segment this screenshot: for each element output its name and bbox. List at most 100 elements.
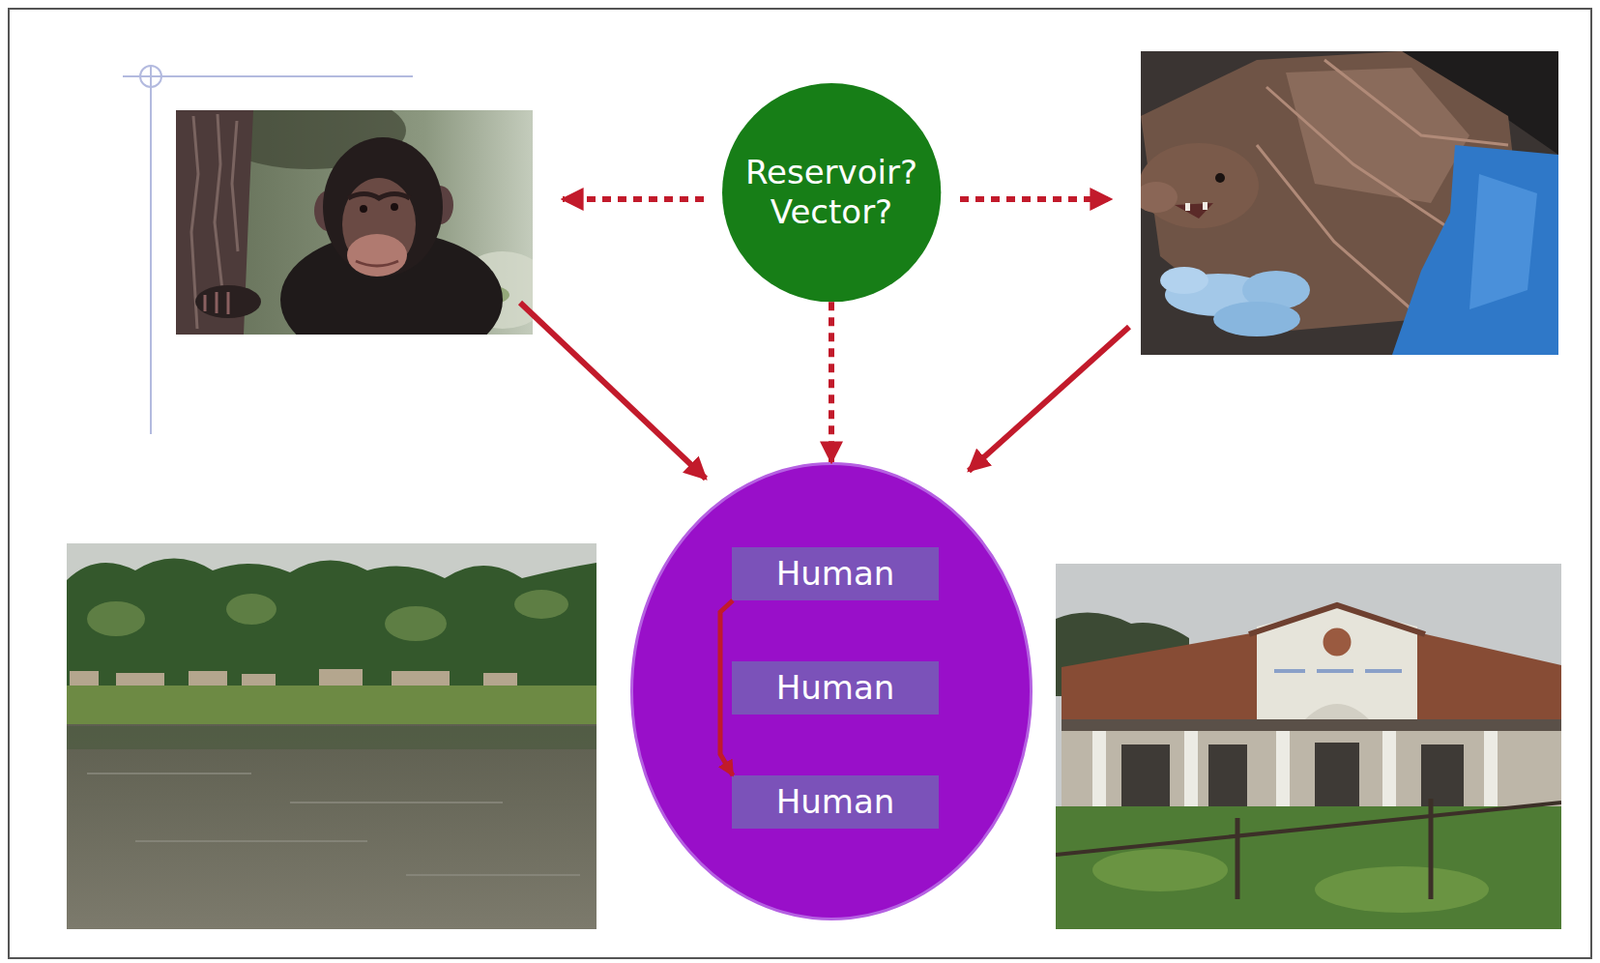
river-photo — [66, 726, 597, 750]
node-label: Human — [776, 782, 896, 822]
river-photo — [66, 724, 597, 930]
building-photo — [1208, 744, 1248, 807]
building-photo — [1092, 848, 1228, 892]
bat-photo — [1140, 51, 1559, 355]
transmission-arrows — [960, 196, 1111, 203]
river-photo — [66, 685, 597, 727]
transmission-arrow — [720, 600, 733, 776]
building-photo — [1121, 742, 1464, 807]
box-fill — [731, 547, 939, 601]
chimpanzee-photo — [195, 285, 262, 319]
building-photo — [1417, 632, 1562, 726]
process-box: Human — [731, 775, 939, 829]
building-photo — [1237, 798, 1431, 900]
building-photo — [1382, 730, 1397, 809]
river-photo — [87, 772, 252, 775]
node-label: Reservoir? Vector? — [736, 152, 927, 233]
chimpanzee-photo — [203, 294, 207, 312]
river-photo — [514, 589, 569, 619]
river-photo — [116, 672, 165, 687]
transmission-arrows — [968, 326, 1130, 471]
text-holder: Human — [731, 661, 939, 715]
text-holder: Human — [731, 547, 939, 601]
river-photo — [241, 673, 276, 687]
river-photo — [188, 670, 228, 687]
building-photo — [1321, 626, 1353, 658]
building-photo — [1092, 730, 1106, 809]
chimpanzee-photo — [359, 204, 368, 213]
bat-photo — [1202, 202, 1208, 210]
river-photo — [384, 606, 447, 641]
building-photo — [1184, 730, 1198, 809]
building-photo — [1061, 719, 1562, 731]
river-photo — [391, 670, 450, 687]
bat-photo — [1469, 174, 1538, 310]
process-box: Human — [731, 661, 939, 715]
bat-photo — [1215, 173, 1225, 183]
chimpanzee-photo — [355, 261, 399, 266]
bat-photo — [1185, 203, 1191, 211]
river-photo — [290, 801, 503, 804]
river-photo — [69, 669, 518, 687]
bat-photo — [1140, 51, 1559, 355]
bat-photo — [1324, 59, 1509, 146]
building-photo — [1276, 730, 1290, 809]
chimpanzee-photo — [227, 291, 231, 315]
crop-marks — [149, 66, 152, 435]
bat-photo — [1285, 67, 1470, 204]
building-photo — [1483, 730, 1498, 809]
text-holder: Reservoir? Vector? — [722, 83, 941, 302]
box-fill — [731, 775, 939, 829]
bat-photo — [1213, 301, 1301, 337]
chimpanzee-photo — [215, 291, 219, 314]
chimpanzee-photo — [390, 203, 399, 211]
river-photo — [66, 558, 597, 698]
river-photo — [87, 773, 581, 875]
transmission-arrows — [562, 196, 704, 203]
river-photo — [87, 601, 146, 637]
river-photo — [226, 593, 277, 625]
building-photo — [1428, 798, 1434, 900]
node-label: Human — [776, 553, 896, 594]
crop-marks — [122, 75, 413, 78]
building-photo — [1305, 703, 1369, 720]
building-photo — [1055, 802, 1562, 855]
building-photo — [1274, 669, 1402, 673]
chimpanzee-photo — [214, 114, 223, 291]
river-photo — [319, 669, 363, 687]
river-photo — [66, 543, 597, 930]
building-photo — [1061, 730, 1562, 809]
transmission-arrows — [520, 302, 706, 479]
outer-frame — [8, 8, 1592, 959]
building-photo — [1314, 742, 1360, 807]
river-photo — [406, 873, 581, 876]
bat-photo — [1392, 145, 1559, 355]
building-photo — [1061, 632, 1257, 726]
river-photo — [483, 672, 518, 687]
building-photo — [1092, 730, 1498, 809]
transmission-arrow — [828, 301, 835, 463]
building-photo — [1055, 806, 1562, 930]
circle-fill — [722, 83, 941, 302]
building-photo — [1055, 563, 1562, 930]
chimpanzee-photo — [348, 194, 410, 200]
building-photo — [1316, 669, 1354, 673]
building-photo — [1421, 744, 1464, 807]
river-photo — [135, 840, 368, 843]
bat-photo — [1174, 203, 1214, 219]
chimpanzee-photo — [175, 110, 533, 335]
building-photo — [1121, 744, 1170, 807]
crop-marks — [140, 65, 162, 88]
building-photo — [1365, 669, 1402, 673]
chimpanzee-photo — [232, 120, 238, 252]
reservoir-circle: Reservoir? Vector? — [722, 83, 941, 302]
bat-photo — [1160, 266, 1209, 294]
building-photo — [1235, 817, 1241, 900]
building-photo — [1274, 669, 1306, 673]
building-photo — [1055, 563, 1562, 930]
ellipse-fill — [632, 464, 1032, 920]
chimpanzee-photo — [347, 233, 408, 277]
building-photo — [1314, 866, 1489, 913]
